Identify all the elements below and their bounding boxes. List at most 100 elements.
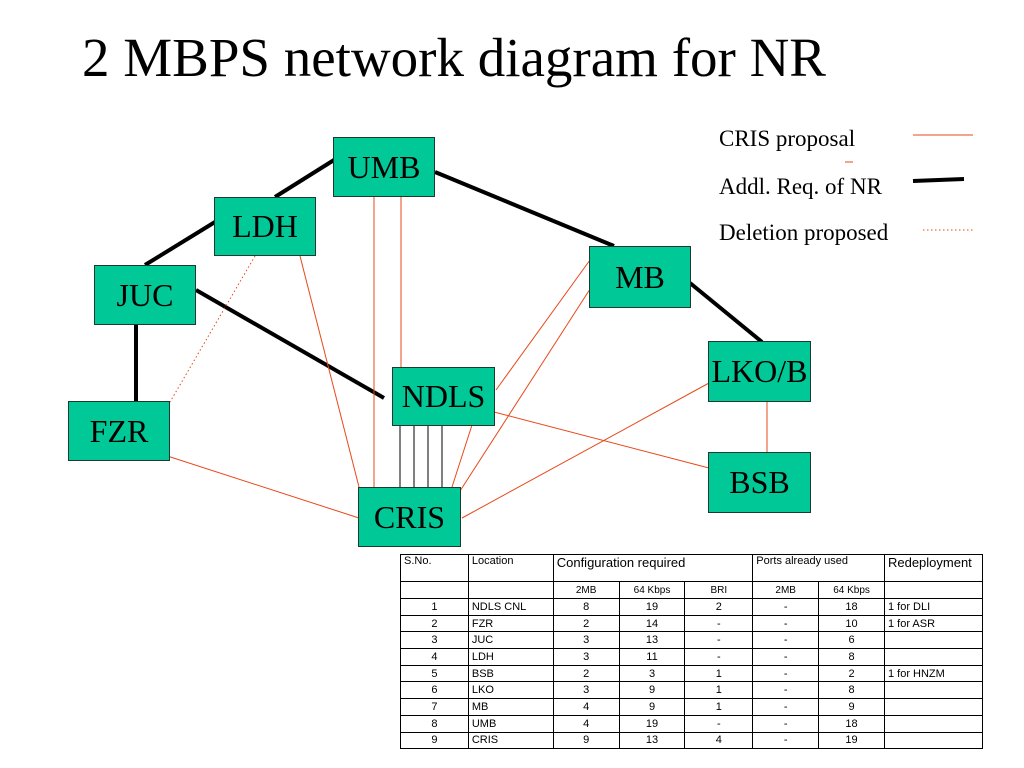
table-cell-sno: 1	[400, 598, 469, 616]
port-config-table: S.No. Location Configuration required Po…	[400, 554, 984, 750]
table-cell-sno: 8	[400, 714, 469, 733]
table-cell-c64: 3	[618, 664, 686, 683]
node-fzr: FZR	[68, 401, 170, 461]
table-cell-red	[883, 681, 984, 700]
table-cell-loc: BSB	[467, 664, 554, 683]
table-cell-p64: 9	[818, 698, 885, 716]
header-config: Configuration required	[552, 554, 754, 582]
table-cell-p2mb: -	[752, 631, 820, 650]
table-cell-p2mb: -	[752, 648, 820, 666]
table-cell-c64: 13	[618, 731, 686, 750]
link-umb-ldh	[273, 158, 336, 199]
table-cell-bri: 1	[684, 681, 754, 700]
node-cris: CRIS	[358, 487, 461, 547]
node-bsb: BSB	[708, 452, 811, 513]
addl-req-links	[134, 158, 764, 402]
table-cell-loc: UMB	[467, 714, 554, 733]
legend-line-addl-req	[912, 177, 965, 183]
legend-label-addl-req: Addl. Req. of NR	[719, 174, 882, 199]
table-cell-p2mb: -	[752, 731, 820, 750]
table-cell-p2mb: -	[752, 614, 820, 633]
legend-label-deletion: Deletion proposed	[719, 220, 889, 245]
table-cell-c64: 9	[618, 698, 686, 716]
subheader-ports-64kbps: 64 Kbps	[818, 581, 885, 599]
table-cell-c2mb: 3	[552, 681, 620, 700]
table-subheader-row: 2MB 64 Kbps BRI 2MB 64 Kbps	[400, 581, 984, 599]
subheader-config-64kbps: 64 Kbps	[618, 581, 686, 599]
link-ndls-bsb	[493, 411, 710, 469]
table-cell-red	[883, 648, 984, 666]
header-location: Location	[467, 554, 554, 582]
table-cell-c2mb: 9	[552, 731, 620, 750]
link-mb-ndls	[495, 259, 591, 391]
link-ldh-cris	[299, 255, 360, 488]
table-cell-c64: 9	[618, 681, 686, 700]
link-umb-mb	[434, 170, 615, 248]
table-cell-red	[883, 698, 984, 716]
node-ldh: LDH	[214, 197, 316, 256]
link-juc-ndls	[195, 288, 385, 400]
header-ports: Ports already used	[752, 554, 885, 582]
table-cell-loc: NDLS CNL	[467, 598, 554, 616]
table-cell-sno: 5	[400, 664, 469, 683]
table-cell-bri: -	[684, 631, 754, 650]
table-cell-loc: FZR	[467, 614, 554, 633]
node-umb: UMB	[333, 137, 435, 197]
table-cell-p2mb: -	[752, 714, 820, 733]
header-redeployment: Redeployment	[883, 554, 984, 582]
cris-proposal-links	[154, 188, 768, 519]
table-cell-loc: CRIS	[467, 731, 554, 750]
table-cell-p64: 10	[818, 614, 885, 633]
table-cell-loc: LKO	[467, 681, 554, 700]
table-cell-sno: 4	[400, 648, 469, 666]
table-cell-p64: 18	[818, 714, 885, 733]
table-cell-c64: 19	[618, 714, 686, 733]
table-cell-c64: 11	[618, 648, 686, 666]
subheader-config-bri: BRI	[684, 581, 754, 599]
table-cell-loc: JUC	[467, 631, 554, 650]
node-juc: JUC	[94, 265, 196, 325]
table-cell-bri: -	[684, 648, 754, 666]
table-cell-c64: 19	[618, 598, 686, 616]
link-lkob-cris	[461, 382, 710, 519]
table-cell-p64: 6	[818, 631, 885, 650]
link-ldh-fzr-deletion	[169, 255, 256, 403]
table-cell-bri: 1	[684, 698, 754, 716]
table-cell-bri: -	[684, 614, 754, 633]
node-lkob: LKO/B	[708, 341, 811, 402]
table-cell-c2mb: 3	[552, 631, 620, 650]
table-cell-c2mb: 4	[552, 714, 620, 733]
table-cell-p64: 2	[818, 664, 885, 683]
table-cell-p64: 18	[818, 598, 885, 616]
page-title: 2 MBPS network diagram for NR	[82, 27, 826, 88]
subheader-config-2mb: 2MB	[552, 581, 620, 599]
link-mb-lkob	[688, 281, 764, 344]
table-cell-loc: LDH	[467, 648, 554, 666]
table-cell-red: 1 for ASR	[883, 614, 984, 633]
table-cell-c2mb: 4	[552, 698, 620, 716]
table-cell-sno: 2	[400, 614, 469, 633]
table-cell-p2mb: -	[752, 598, 820, 616]
table-cell-c2mb: 3	[552, 648, 620, 666]
table-cell-c2mb: 2	[552, 664, 620, 683]
subheader-empty	[883, 581, 984, 599]
link-ndls-cris-a	[451, 424, 473, 488]
legend-label-cris-proposal: CRIS proposal	[719, 126, 856, 151]
table-cell-sno: 6	[400, 681, 469, 700]
subheader-empty	[400, 581, 469, 599]
subheader-empty	[467, 581, 554, 599]
table-cell-bri: -	[684, 714, 754, 733]
table-cell-red: 1 for HNZM	[883, 664, 984, 683]
table-cell-sno: 3	[400, 631, 469, 650]
header-sno: S.No.	[400, 554, 469, 582]
table-cell-p2mb: -	[752, 664, 820, 683]
